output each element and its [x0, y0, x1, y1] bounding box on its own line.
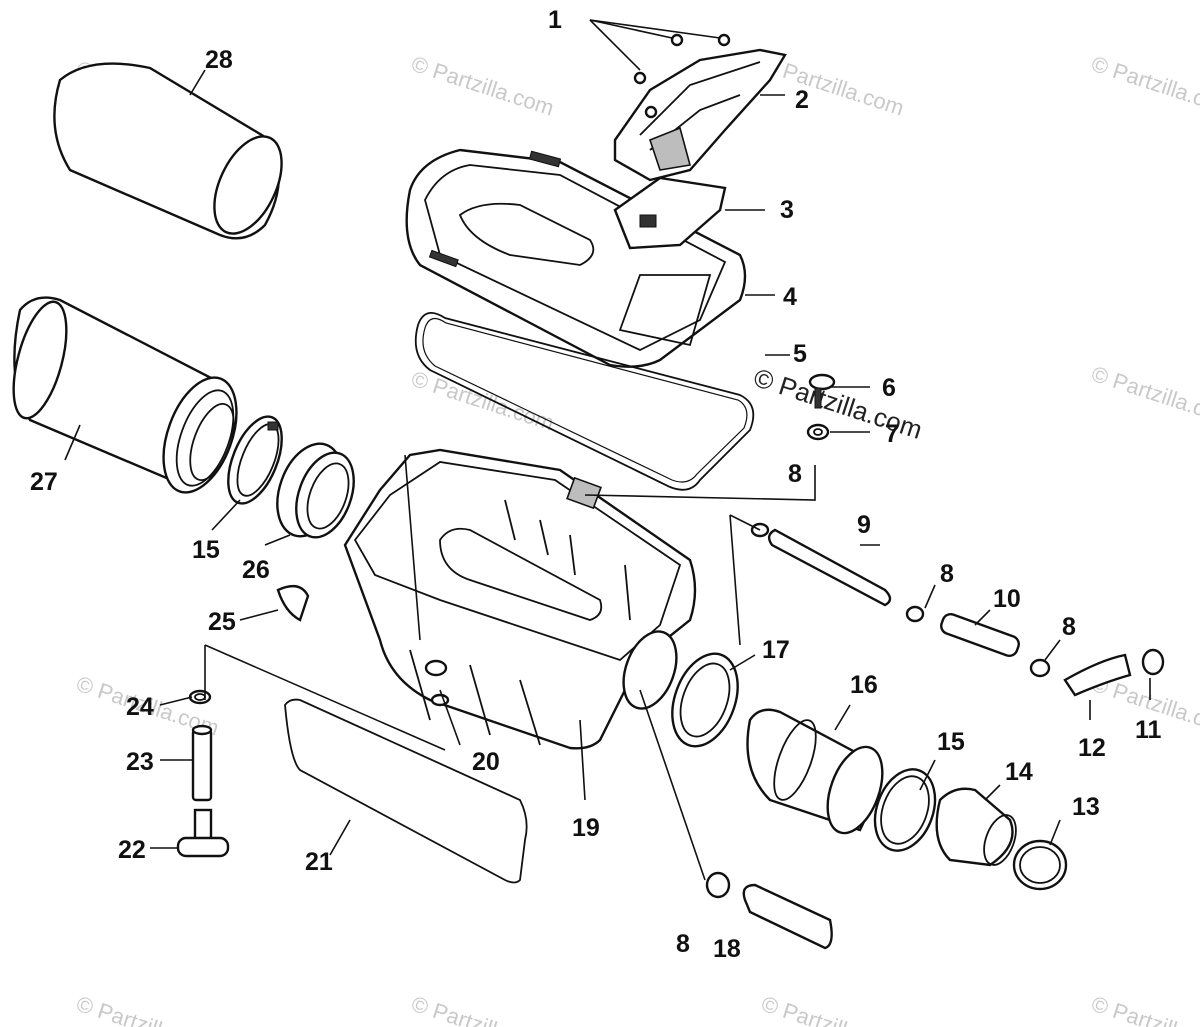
callout-9: 9 — [857, 511, 871, 539]
part-7-washer — [806, 423, 830, 441]
callout-5: 5 — [793, 340, 807, 368]
part-15-clamp-left — [227, 415, 283, 505]
part-14-boot — [935, 787, 1017, 867]
callout-3: 3 — [780, 196, 794, 224]
callout-4: 4 — [783, 283, 797, 311]
watermark-text: © Partzilla.com — [1088, 51, 1200, 121]
watermark-text: © Partzilla.com — [758, 991, 907, 1027]
part-13-clamp — [1012, 839, 1068, 891]
callout-8c: 8 — [1062, 613, 1076, 641]
callout-28: 28 — [205, 46, 233, 74]
part-5-lid-gasket — [414, 311, 755, 491]
part-18-hose — [742, 883, 833, 950]
part-27-air-filter — [12, 296, 238, 494]
watermark-text: © Partzilla.com — [1088, 361, 1200, 431]
part-25-clip — [276, 584, 310, 622]
part-4-airbox-lid — [405, 148, 747, 368]
callout-20: 20 — [472, 748, 500, 776]
part-22-tee-fitting — [176, 808, 230, 858]
callout-14: 14 — [1005, 758, 1033, 786]
callout-6: 6 — [882, 374, 896, 402]
callout-2: 2 — [795, 86, 809, 114]
part-6-bolt — [808, 373, 836, 409]
callout-26: 26 — [242, 556, 270, 584]
callout-8b: 8 — [940, 560, 954, 588]
callout-8d: 8 — [676, 930, 690, 958]
callout-23: 23 — [126, 748, 154, 776]
callout-24: 24 — [126, 693, 154, 721]
callout-13: 13 — [1072, 793, 1100, 821]
callout-8a: 8 — [788, 460, 802, 488]
callout-10: 10 — [993, 585, 1021, 613]
callout-12: 12 — [1078, 734, 1106, 762]
part-19-airbox — [343, 448, 697, 750]
watermark-text: © Partzilla.com — [408, 51, 557, 121]
part-10-check-valve — [940, 612, 1020, 658]
part-28-prefilter-sleeve — [53, 62, 283, 240]
callout-17: 17 — [762, 636, 790, 664]
part-21-heat-shield — [284, 698, 528, 884]
callout-22: 22 — [118, 836, 146, 864]
callouts: 1 2 3 4 5 6 7 8 9 8 10 8 11 12 13 14 15 … — [30, 6, 1162, 963]
callout-7: 7 — [885, 420, 899, 448]
callout-21: 21 — [305, 848, 333, 876]
part-11-clamp — [1141, 648, 1165, 676]
watermark-text: © Partzilla.com — [408, 991, 557, 1027]
part-9-hose — [767, 528, 892, 607]
leader-lines — [64, 19, 1151, 881]
part-26-adapter — [276, 442, 355, 539]
part-1-screws — [633, 33, 731, 119]
callout-25: 25 — [208, 608, 236, 636]
callout-15a: 15 — [937, 728, 965, 756]
watermark-text: © Partzilla.com — [1088, 991, 1200, 1027]
callout-27: 27 — [30, 468, 58, 496]
part-24-clamp — [188, 689, 212, 705]
callout-15b: 15 — [192, 536, 220, 564]
part-2-intake-snorkel — [613, 48, 787, 182]
part-17-o-ring — [671, 652, 739, 748]
callout-16: 16 — [850, 671, 878, 699]
watermark-text: © Partzilla.com — [408, 366, 557, 436]
callout-1: 1 — [548, 6, 562, 34]
callout-19: 19 — [572, 814, 600, 842]
part-23-tube — [191, 724, 213, 802]
part-12-hose — [1063, 653, 1132, 697]
callout-18: 18 — [713, 935, 741, 963]
watermark-text: © Partzilla.com — [73, 991, 222, 1027]
callout-11: 11 — [1135, 716, 1162, 744]
part-16-outlet-duct — [746, 708, 884, 835]
